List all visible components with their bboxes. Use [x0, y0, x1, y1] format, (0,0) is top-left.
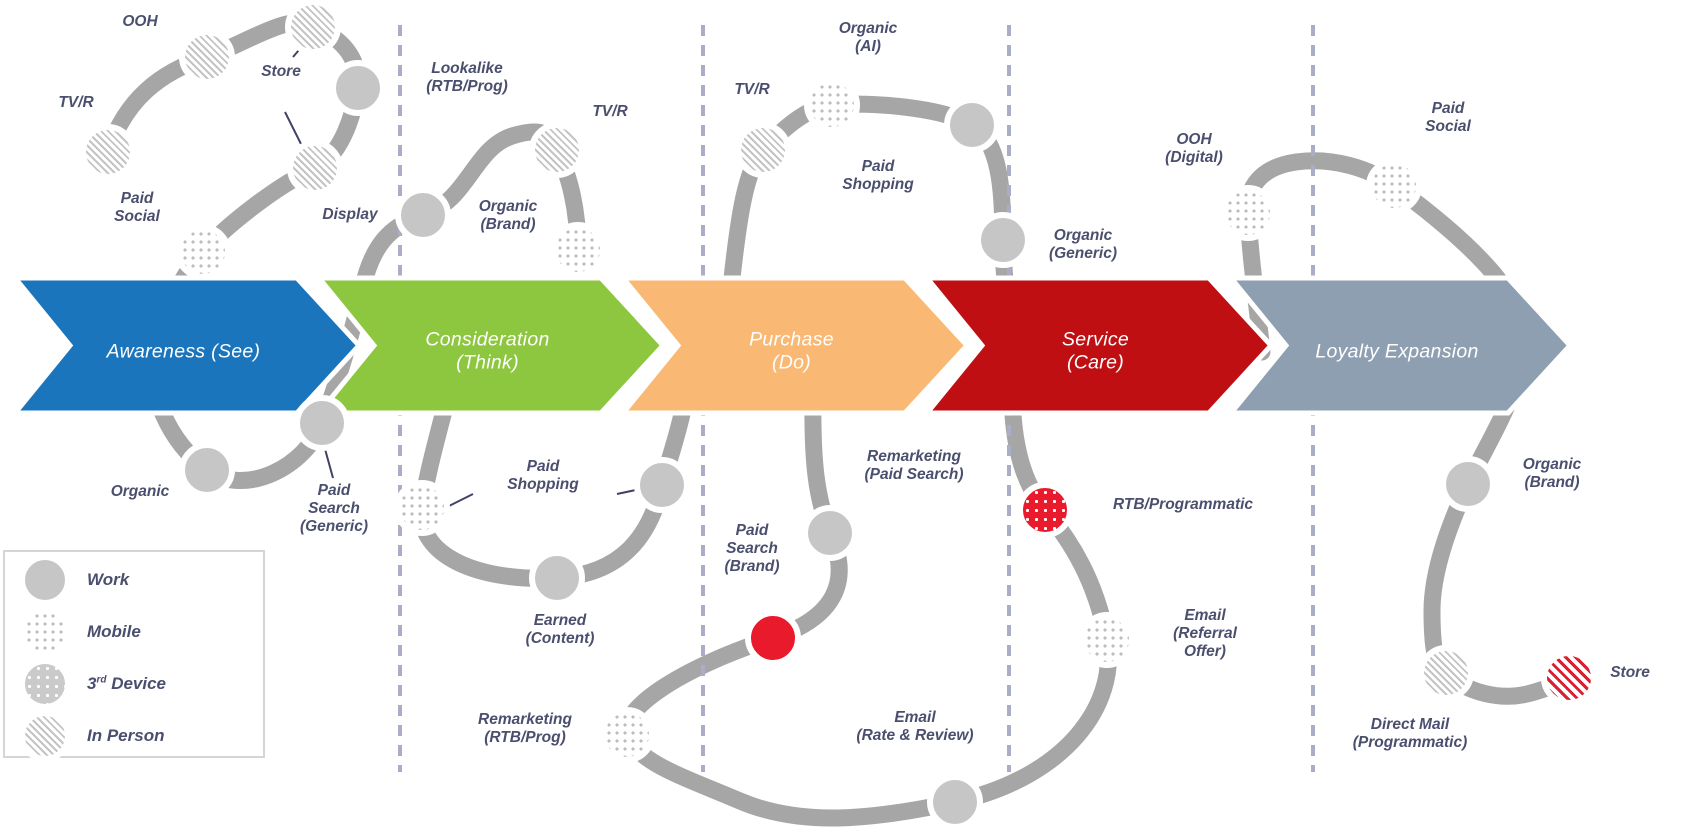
- chevron-consideration-think: [313, 275, 667, 416]
- legend-label-3rd-device: 3rd Device: [87, 674, 167, 693]
- leader-line-5: [616, 487, 646, 495]
- legend-item-mobile: Mobile: [19, 606, 257, 658]
- legend-label-in-person: In Person: [87, 726, 165, 745]
- leader-line-1: [292, 36, 311, 58]
- legend-item-3rd-device: 3rd Device: [19, 658, 257, 710]
- chevron-purchase-do: [617, 275, 971, 416]
- chevron-service-care: [921, 275, 1275, 416]
- third-device-pattern-icon: [19, 658, 71, 710]
- leader-line-3: [324, 448, 334, 479]
- leader-line-4: [444, 493, 474, 509]
- legend-label-work: Work: [87, 570, 130, 589]
- leader-line-2: [284, 111, 304, 149]
- legend: Work Mobile 3rd Device In Person: [3, 550, 265, 762]
- work-pattern-icon: [19, 554, 71, 606]
- legend-item-work: Work: [19, 554, 257, 606]
- chevron-awareness-see: [9, 275, 363, 416]
- in-person-pattern-icon: [19, 710, 71, 762]
- legend-label-mobile: Mobile: [87, 622, 141, 641]
- mobile-pattern-icon: [19, 606, 71, 658]
- legend-item-in-person: In Person: [19, 710, 257, 762]
- chevron-loyalty-expansion: [1225, 275, 1574, 416]
